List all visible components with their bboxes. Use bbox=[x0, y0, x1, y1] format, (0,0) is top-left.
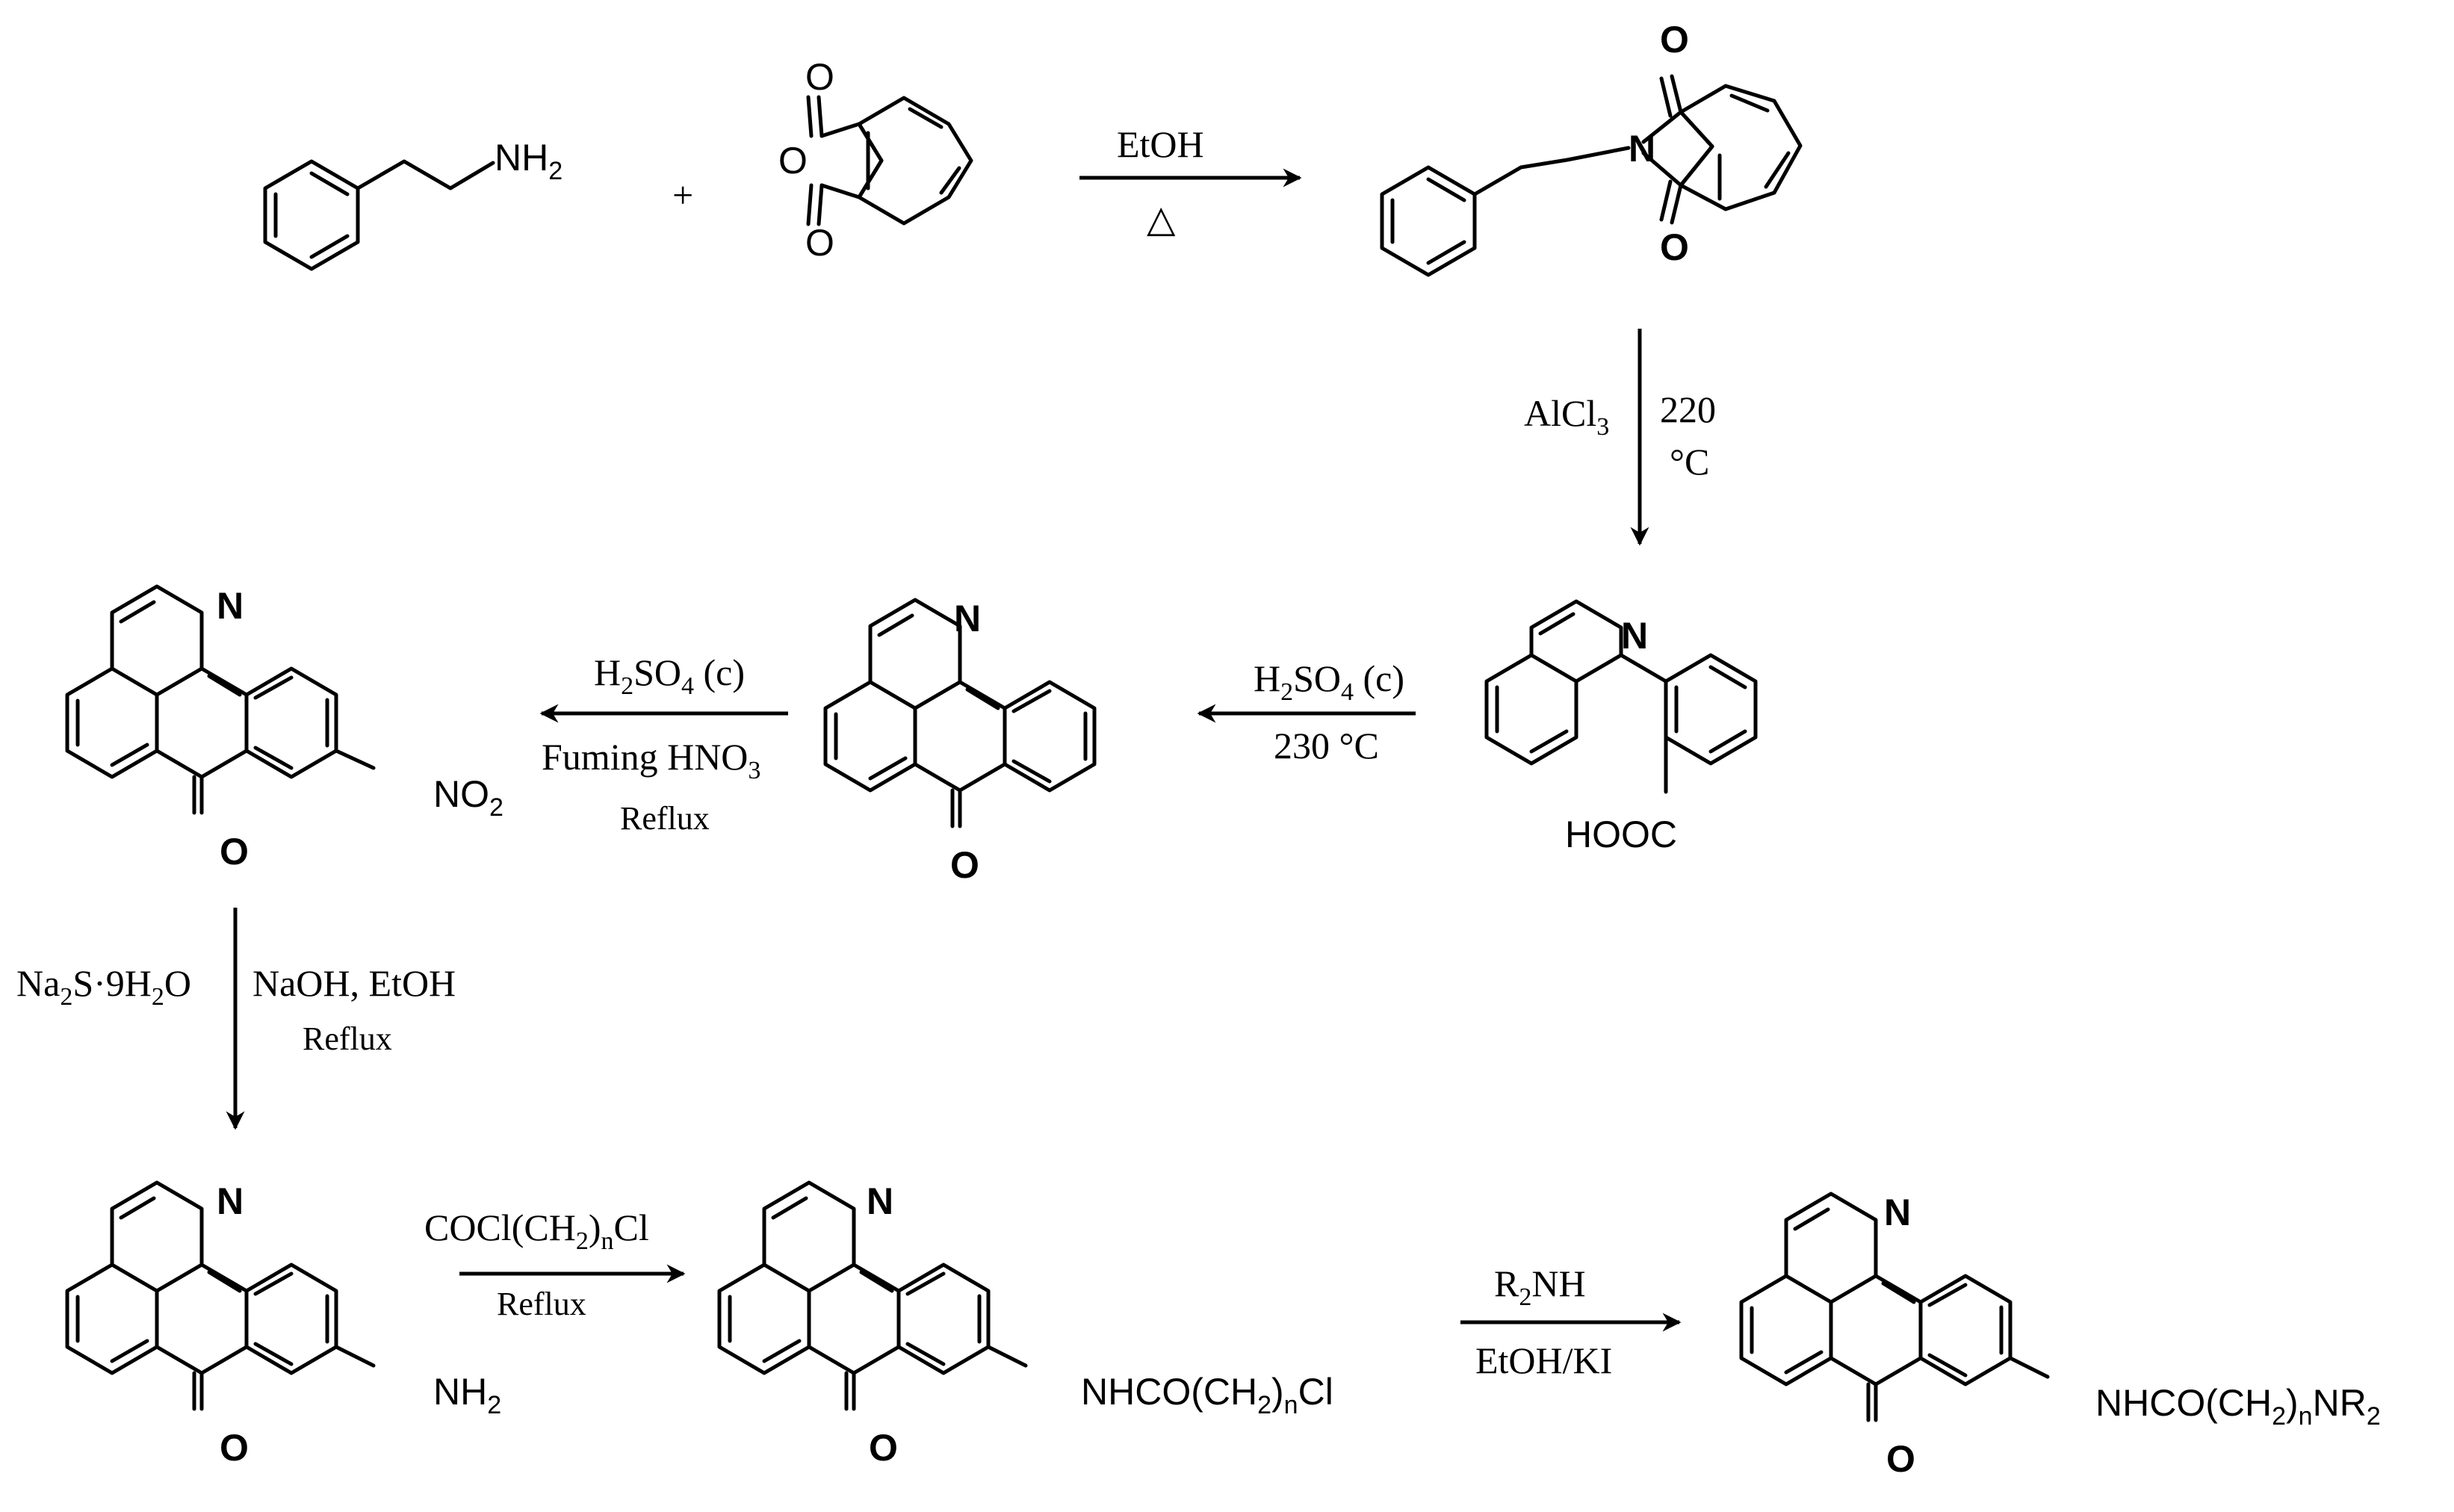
compound-final: N O NHCO(CH2)nNR2 bbox=[1741, 1192, 2381, 1480]
arrow-step3: H2SO4 (c) 230 °C bbox=[1197, 657, 1416, 766]
chloroamide-core-oxygen: O bbox=[869, 1427, 898, 1469]
core-nitrogen: N bbox=[954, 598, 981, 639]
ring-oxygen-label: O bbox=[778, 140, 808, 182]
carbonyl-oxygen-bottom: O bbox=[805, 222, 834, 264]
imide-oxygen-top: O bbox=[1660, 19, 1689, 61]
condition-alcl3: AlCl3 bbox=[1524, 392, 1609, 441]
condition-sodium-sulfide: Na2S·9H2O bbox=[16, 962, 191, 1011]
carbonyl-oxygen-top: O bbox=[805, 56, 834, 98]
condition-sulfuric-acid: H2SO4 (c) bbox=[594, 651, 745, 700]
heat-icon: △ bbox=[1147, 198, 1176, 240]
condition-temp-value: 220 bbox=[1660, 388, 1716, 430]
chloroamide-core-nitrogen: N bbox=[867, 1180, 893, 1222]
compound-amino: N O NH2 bbox=[67, 1180, 501, 1469]
core-oxygen: O bbox=[950, 844, 979, 886]
chloroamide-side-chain: NHCO(CH2)nCl bbox=[1081, 1371, 1333, 1419]
carboxylic-acid: HOOC bbox=[1565, 814, 1677, 855]
final-core-nitrogen: N bbox=[1884, 1192, 1911, 1233]
condition-sulfuric-acid: H2SO4 (c) bbox=[1254, 657, 1404, 706]
nitro-core-nitrogen: N bbox=[217, 585, 244, 627]
amino-group: NH2 bbox=[433, 1371, 501, 1419]
condition-etoh-ki: EtOH/KI bbox=[1475, 1339, 1612, 1381]
condition-reflux: Reflux bbox=[497, 1286, 586, 1322]
amine-group: NH2 bbox=[495, 137, 563, 185]
final-core-oxygen: O bbox=[1886, 1438, 1915, 1480]
plus-sign: + bbox=[672, 174, 693, 216]
condition-acyl-chloride: COCl(CH2)nCl bbox=[424, 1206, 649, 1255]
final-side-chain: NHCO(CH2)nNR2 bbox=[2095, 1382, 2381, 1431]
nitro-core-oxygen: O bbox=[220, 831, 249, 873]
isoquinoline-nitrogen: N bbox=[1621, 615, 1648, 657]
condition-temp-unit: °C bbox=[1670, 441, 1709, 483]
imide-oxygen-bottom: O bbox=[1660, 226, 1689, 268]
imide-nitrogen: N bbox=[1629, 128, 1655, 170]
condition-reflux: Reflux bbox=[620, 800, 710, 837]
amino-core-oxygen: O bbox=[220, 1427, 249, 1469]
condition-naoh-etoh: NaOH, EtOH bbox=[252, 962, 456, 1004]
condition-reflux: Reflux bbox=[303, 1020, 392, 1057]
nitro-group: NO2 bbox=[433, 773, 503, 822]
compound-azaoxoaporphine: N O bbox=[825, 598, 1094, 886]
arrow-step2: AlCl3 220 °C bbox=[1524, 329, 1716, 546]
compound-isoquinoline-acid: N HOOC bbox=[1484, 599, 1758, 855]
compound-phthalimide: N O O bbox=[1380, 19, 1803, 277]
condition-ethanol: EtOH bbox=[1117, 123, 1204, 165]
condition-temperature: 230 °C bbox=[1274, 725, 1379, 766]
compound-phthalic-anhydride: O O O O bbox=[778, 56, 973, 264]
arrow-step6: COCl(CH2)nCl Reflux bbox=[424, 1206, 686, 1322]
arrow-step4: H2SO4 (c) Fuming HNO3 Reflux bbox=[539, 651, 788, 837]
arrow-step5: Na2S·9H2O NaOH, EtOH Reflux bbox=[16, 908, 456, 1130]
compound-phenethylamine: NH2 bbox=[263, 137, 563, 271]
compound-chloroamide: N O NHCO(CH2)nCl bbox=[719, 1180, 1333, 1469]
arrow-step1: EtOH △ bbox=[1079, 123, 1302, 240]
condition-amine: R2NH bbox=[1494, 1262, 1586, 1311]
condition-fuming-nitric: Fuming HNO3 bbox=[542, 736, 760, 784]
amino-core-nitrogen: N bbox=[217, 1180, 244, 1222]
arrow-step7: R2NH EtOH/KI bbox=[1460, 1262, 1682, 1381]
compound-nitro: N O NO2 bbox=[67, 585, 503, 873]
